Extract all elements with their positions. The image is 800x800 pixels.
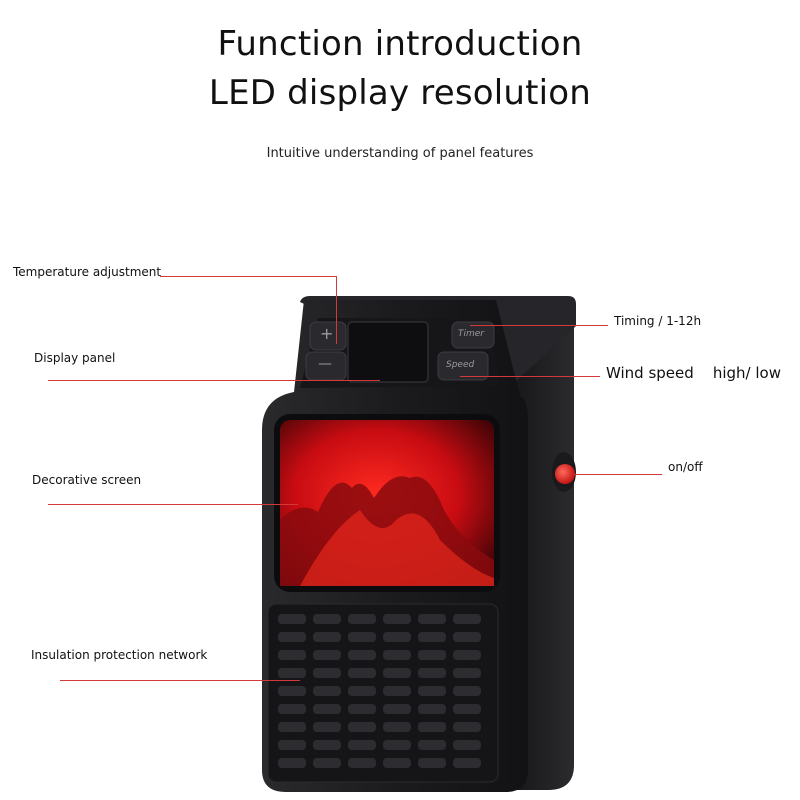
grille-slot (313, 758, 341, 768)
grille-slot (453, 668, 481, 678)
grille-slot (313, 686, 341, 696)
grille-slot (348, 740, 376, 750)
grille-slot (418, 740, 446, 750)
grille-slot (453, 758, 481, 768)
grille-slot (278, 668, 306, 678)
grille-slot (348, 758, 376, 768)
speed-button-label[interactable]: Speed (446, 360, 475, 370)
led-display (347, 321, 429, 383)
grille-slot (453, 740, 481, 750)
flame-highlight (300, 510, 494, 586)
grille-slot (348, 668, 376, 678)
protection-grille (267, 603, 499, 783)
grille-slot (383, 686, 411, 696)
label-insulation-network: Insulation protection network (31, 648, 208, 662)
grille-slot (453, 722, 481, 732)
minus-button-label[interactable]: — (318, 356, 332, 372)
grille-slot (313, 632, 341, 642)
subtitle: Intuitive understanding of panel feature… (266, 146, 534, 161)
grille-slot (418, 650, 446, 660)
grille-slot (278, 614, 306, 624)
grille-slot (278, 758, 306, 768)
callout-line-temperature (160, 276, 336, 277)
grille-slot (278, 686, 306, 696)
grille-slot (348, 632, 376, 642)
grille-slot (313, 614, 341, 624)
grille-slot (453, 686, 481, 696)
grille-slot (278, 740, 306, 750)
callout-line-display (48, 380, 380, 381)
title-line-1: Function introduction (217, 24, 583, 64)
grille-slot (383, 722, 411, 732)
grille-slot (313, 650, 341, 660)
timer-button-label[interactable]: Timer (458, 329, 485, 339)
grille-slot (383, 650, 411, 660)
callout-line-timing (470, 325, 608, 326)
callout-line-decorative (48, 504, 298, 505)
label-decorative-screen: Decorative screen (32, 473, 142, 487)
grille-slot (348, 686, 376, 696)
grille-slot (383, 614, 411, 624)
grille-slot (278, 704, 306, 714)
grille-slot (313, 722, 341, 732)
grille-slot (383, 632, 411, 642)
grille-slot (418, 704, 446, 714)
callout-line-on-off (574, 474, 662, 475)
grille-slot (453, 614, 481, 624)
label-temperature-adjustment: Temperature adjustment (13, 265, 162, 279)
grille-slot (453, 632, 481, 642)
grille-slot (453, 650, 481, 660)
grille-slot (383, 740, 411, 750)
grille-slot (418, 668, 446, 678)
grille-slot (453, 704, 481, 714)
power-button[interactable] (555, 464, 575, 484)
grille-slot (418, 758, 446, 768)
grille-slot (278, 650, 306, 660)
grille-slot (383, 668, 411, 678)
title-line-2: LED display resolution (208, 73, 592, 113)
label-display-panel: Display panel (34, 351, 116, 365)
callout-line-wind-speed (460, 376, 600, 377)
grille-slot (278, 722, 306, 732)
plus-button-shape (309, 321, 347, 351)
grille-slot (348, 650, 376, 660)
grille-slot (418, 686, 446, 696)
label-timing: Timing / 1-12h (614, 314, 702, 328)
grille-slot (348, 704, 376, 714)
grille-slot (313, 668, 341, 678)
label-on-off: on/off (668, 460, 703, 474)
timer-button-shape (451, 321, 495, 349)
grille-slot (418, 632, 446, 642)
grille-slot (313, 704, 341, 714)
grille-slot (348, 614, 376, 624)
grille-slot (418, 614, 446, 624)
grille-slot (278, 632, 306, 642)
grille-slot (313, 740, 341, 750)
speed-button-shape (437, 351, 489, 381)
plus-button-label[interactable]: + (320, 324, 334, 343)
callout-line-insulation (60, 680, 300, 681)
grille-slot (383, 704, 411, 714)
grille-slot (383, 758, 411, 768)
callout-line-temperature-drop (336, 276, 337, 344)
grille-slot (348, 722, 376, 732)
label-wind-speed: Wind speed high/ low (606, 364, 781, 382)
grille-slot (418, 722, 446, 732)
